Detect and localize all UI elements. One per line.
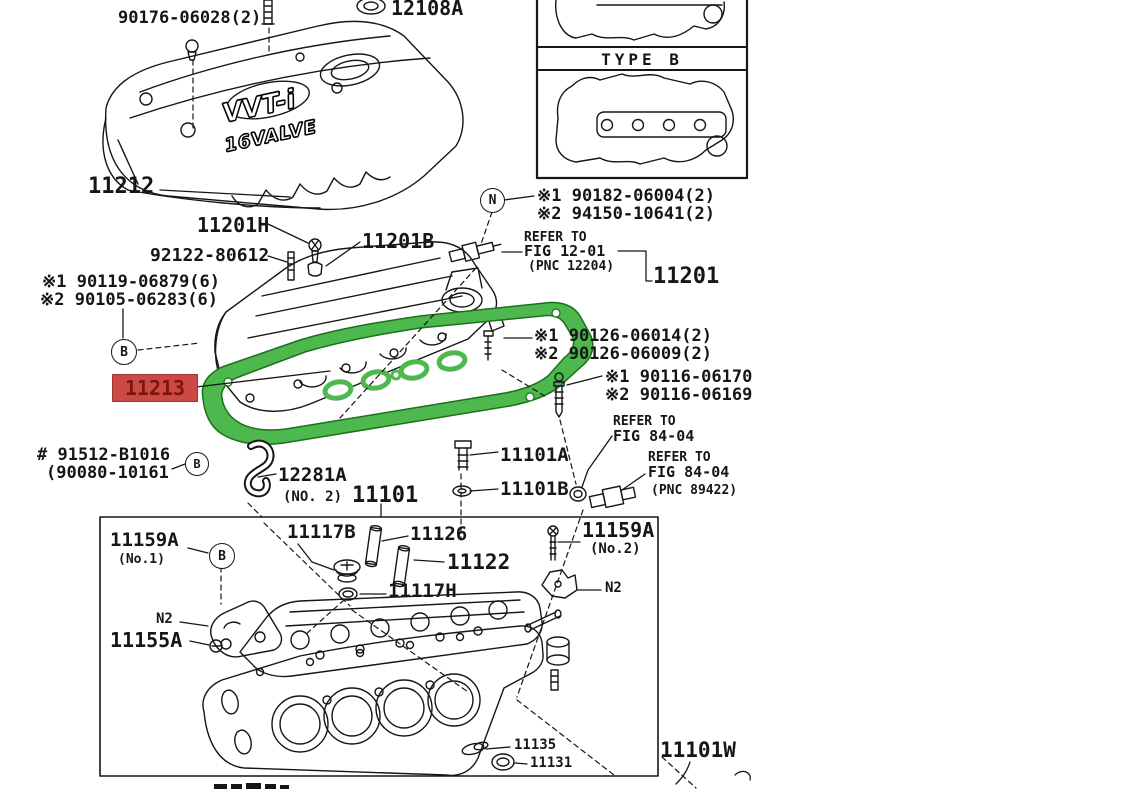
part-label-11201: 11201 [653,264,720,289]
part-label-90176-06028: 90176-06028(2) [118,8,262,28]
refer-fig84b-line3: (PNC 89422) [651,483,738,498]
part-label-94150-10641: ※2 94150-10641(2) [537,204,716,224]
part-label-11131: 11131 [530,755,573,771]
refer-fig84a-line1: REFER TO [613,414,676,429]
type-b-inset-panel [535,0,749,180]
part-label-90126-06014: ※1 90126-06014(2) [534,326,713,346]
callout-circle-b2: B [185,452,209,476]
dashed-lines [137,27,697,789]
engine-cover-drawing [102,20,464,211]
part-label-11159a-no1: 11159A [110,529,179,551]
part-label-11117h: 11117H [388,580,457,602]
part-label-90105-06283: ※2 90105-06283(6) [40,290,219,310]
part-label-11117b: 11117B [287,521,356,543]
part-label-11126: 11126 [410,523,468,545]
part-label-90116-06169: ※2 90116-06169 [605,385,753,405]
small-part-icons [185,0,637,771]
type-b-header: TYPE B [601,49,683,69]
part-label-90126-06009: ※2 90126-06009(2) [534,344,713,364]
part-label-12281a: 12281A [278,464,347,486]
cylinder-head-box [99,516,659,777]
part-label-11122: 11122 [447,550,511,574]
part-label-11201h: 11201H [197,213,270,237]
part-label-92122-80612: 92122-80612 [150,245,270,266]
refer-fig12-line3: (PNC 12204) [528,259,615,274]
label-n2-left: N2 [156,611,173,627]
gasket-11213-highlight [201,301,594,446]
part-label-90116-06170: ※1 90116-06170 [605,367,753,387]
part-label-12108a: 12108A [391,0,464,20]
part-label-90182-06004: ※1 90182-06004(2) [537,186,716,206]
part-label-90119-06879: ※1 90119-06879(6) [42,272,221,292]
part-label-11101b: 11101B [500,478,569,500]
highlighted-part-label-11213: 11213 [112,374,198,402]
callout-circle-n: N [480,188,505,213]
leader-lines [122,189,751,785]
part-label-11159a-no1-sub: (No.1) [118,552,165,567]
refer-fig84b-line2: FIG 84-04 [648,463,730,481]
part-label-11159a-no2: 11159A [582,518,655,542]
part-label-11201b: 11201B [362,229,435,253]
part-label-11101a: 11101A [500,444,569,466]
refer-fig84b-line1: REFER TO [648,450,711,465]
callout-circle-b3: B [209,543,235,569]
part-label-11159a-no2-sub: (No.2) [590,541,641,557]
refer-fig12-line2: FIG 12-01 [524,242,606,260]
part-label-11101: 11101 [352,483,419,508]
refer-fig84a-line2: FIG 84-04 [613,427,695,445]
part-label-91512-b1016: # 91512-B1016 [37,445,171,465]
part-label-12281a-sub: (NO. 2) [283,489,343,505]
part-label-11155a: 11155A [110,628,183,652]
partial-bottom-glyphs [214,783,289,789]
refer-fig12-line1: REFER TO [524,230,587,245]
part-label-11101w: 11101W [660,738,736,762]
part-label-11135: 11135 [514,737,557,753]
callout-circle-b1: B [111,339,137,365]
part-label-11212: 11212 [88,174,155,199]
label-n2-right: N2 [605,580,622,596]
part-label-90080-10161: (90080-10161 [46,463,169,483]
